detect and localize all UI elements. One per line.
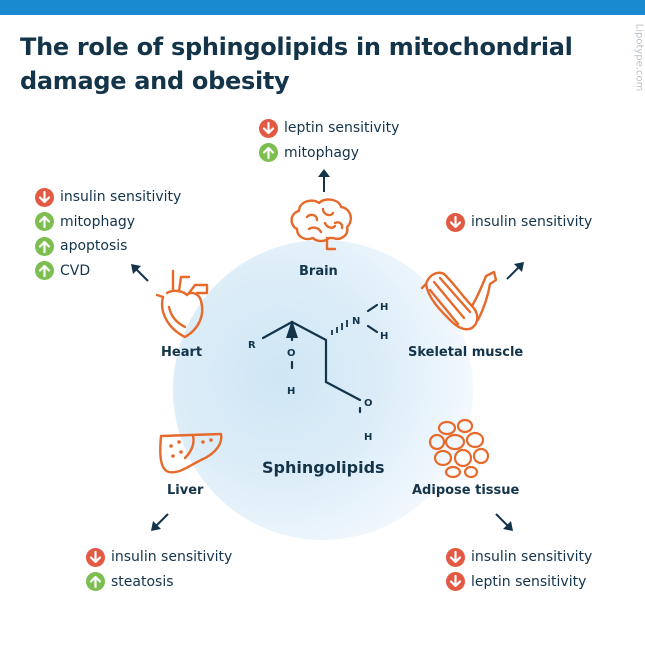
arrow-up-icon — [35, 261, 54, 281]
brain-effect-item: leptin sensitivity — [259, 116, 399, 141]
brain-icon — [290, 198, 353, 251]
liver-effect-item: steatosis — [86, 570, 232, 595]
heart-arrow-icon — [131, 264, 149, 282]
brain-effect-text: leptin sensitivity — [284, 120, 400, 137]
arrow-down-icon — [446, 572, 465, 592]
heart-label: Heart — [161, 345, 203, 360]
muscle-effects: insulin sensitivity — [446, 210, 592, 235]
muscle-effect-text: insulin sensitivity — [471, 214, 593, 231]
atom-h-o2: H — [364, 432, 372, 443]
heart-effect-item: insulin sensitivity — [35, 185, 181, 210]
brain-effect-text: mitophagy — [284, 144, 360, 161]
brain-effect-item: mitophagy — [259, 141, 399, 166]
arrow-up-icon — [35, 236, 54, 256]
arrow-down-icon — [259, 118, 278, 138]
atom-n: N — [352, 316, 360, 327]
center-circle — [173, 240, 473, 540]
arrow-up-icon — [86, 572, 105, 592]
liver-arrow-icon — [151, 513, 169, 531]
atom-h-o1: H — [287, 386, 295, 397]
heart-effect-text: mitophagy — [60, 213, 136, 230]
atom-o-1: O — [287, 348, 296, 359]
adipose-effects: insulin sensitivity leptin sensitivity — [446, 545, 592, 594]
muscle-effect-item: insulin sensitivity — [446, 210, 592, 235]
brain-label: Brain — [299, 264, 338, 279]
atom-h-n2: H — [380, 331, 388, 342]
liver-effect-text: insulin sensitivity — [111, 549, 233, 566]
arrow-down-icon — [35, 187, 54, 207]
atom-o-2: O — [364, 398, 373, 409]
arrow-up-icon — [259, 143, 278, 163]
liver-effect-text: steatosis — [111, 573, 174, 590]
adipose-arrow-icon — [495, 513, 513, 531]
liver-label: Liver — [167, 483, 204, 498]
adipose-effect-text: insulin sensitivity — [471, 549, 593, 566]
heart-effect-text: insulin sensitivity — [60, 189, 182, 206]
heart-effect-item: CVD — [35, 259, 181, 284]
muscle-icon — [420, 270, 498, 331]
liver-effects: insulin sensitivity steatosis — [86, 545, 232, 594]
adipose-effect-text: leptin sensitivity — [471, 573, 587, 590]
heart-icon — [155, 269, 209, 339]
fat-cells-icon — [428, 418, 490, 478]
liver-effect-item: insulin sensitivity — [86, 545, 232, 570]
adipose-label: Adipose tissue — [412, 483, 520, 498]
arrow-up-icon — [35, 212, 54, 232]
heart-effect-text: CVD — [60, 262, 91, 279]
top-bar — [0, 0, 645, 15]
atom-r: R — [248, 340, 256, 351]
watermark: Lipotype.com — [633, 23, 645, 92]
atom-h-n1: H — [380, 302, 388, 313]
heart-effect-text: apoptosis — [60, 238, 128, 255]
brain-effects: leptin sensitivity mitophagy — [259, 116, 399, 165]
sphingolipid-structure: R N H H O H O H — [248, 302, 388, 443]
heart-effect-item: apoptosis — [35, 234, 181, 259]
center-label: Sphingolipids — [262, 458, 385, 477]
arrow-down-icon — [446, 212, 465, 232]
adipose-effect-item: leptin sensitivity — [446, 570, 592, 595]
arrow-down-icon — [446, 547, 465, 567]
arrow-down-icon — [86, 547, 105, 567]
brain-arrow-icon — [318, 169, 330, 192]
page-title: The role of sphingolipids in mitochondri… — [20, 33, 573, 95]
heart-effect-item: mitophagy — [35, 210, 181, 235]
muscle-arrow-icon — [506, 262, 524, 280]
liver-icon — [159, 432, 223, 474]
muscle-label: Skeletal muscle — [408, 345, 524, 360]
adipose-effect-item: insulin sensitivity — [446, 545, 592, 570]
